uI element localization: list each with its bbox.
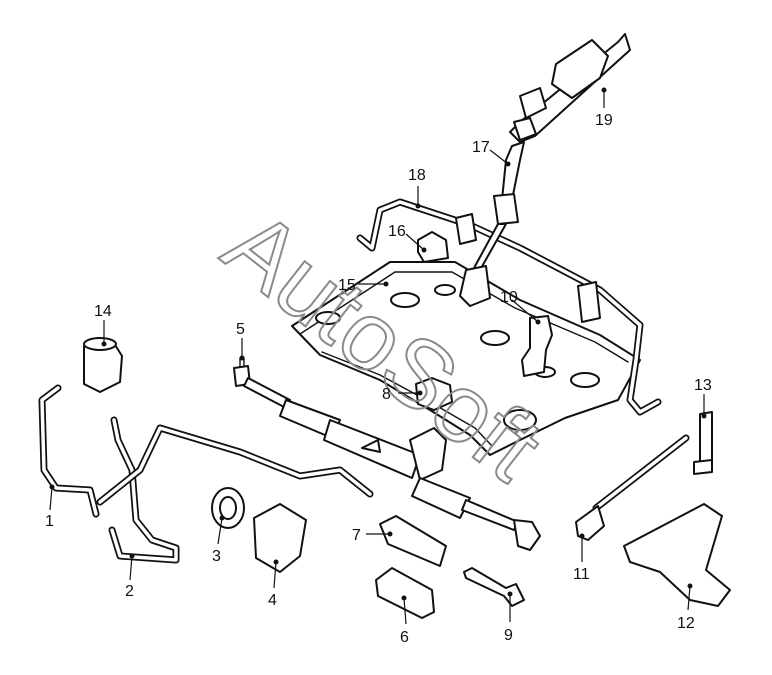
reservoir-14 xyxy=(83,337,123,393)
steering-column xyxy=(509,33,631,143)
svg-text:8: 8 xyxy=(382,386,391,403)
svg-text:19: 19 xyxy=(595,112,613,129)
callout-18: 18 xyxy=(408,167,426,209)
svg-text:18: 18 xyxy=(408,167,426,184)
bellows-6 xyxy=(375,567,435,619)
callout-14: 14 xyxy=(94,303,112,347)
svg-text:13: 13 xyxy=(694,377,712,394)
svg-text:9: 9 xyxy=(504,627,513,644)
callout-5: 5 xyxy=(236,321,245,361)
callout-16: 16 xyxy=(388,223,427,253)
callout-19: 19 xyxy=(595,87,613,129)
svg-text:1: 1 xyxy=(45,513,54,530)
svg-text:17: 17 xyxy=(472,139,490,156)
callout-1: 1 xyxy=(45,484,55,530)
svg-text:15: 15 xyxy=(338,277,356,294)
hose-1 xyxy=(38,384,100,518)
callout-12: 12 xyxy=(677,583,695,632)
svg-text:6: 6 xyxy=(400,629,409,646)
link-11 xyxy=(575,434,690,541)
pulley-3 xyxy=(211,487,245,529)
svg-text:11: 11 xyxy=(573,566,590,583)
callout-15: 15 xyxy=(338,277,389,294)
callout-17: 17 xyxy=(472,139,511,167)
control-arm-12 xyxy=(623,503,731,607)
hose-2 xyxy=(108,416,180,564)
return-pipe xyxy=(96,424,374,506)
callout-10: 10 xyxy=(500,289,541,325)
subframe xyxy=(291,261,641,456)
svg-text:3: 3 xyxy=(212,548,221,565)
svg-text:10: 10 xyxy=(500,289,518,306)
callout-9: 9 xyxy=(504,591,513,644)
mount-8 xyxy=(415,377,453,411)
callout-13: 13 xyxy=(694,377,712,419)
svg-text:12: 12 xyxy=(677,615,695,632)
svg-text:4: 4 xyxy=(268,592,277,609)
bellows-7 xyxy=(379,515,447,567)
tie-rod-end-9 xyxy=(463,567,525,607)
steering-rack xyxy=(233,357,541,551)
intermediate-shaft xyxy=(459,141,525,307)
link-13 xyxy=(693,411,713,475)
svg-text:2: 2 xyxy=(125,583,134,600)
callout-8: 8 xyxy=(382,386,423,403)
bracket-16 xyxy=(417,231,449,263)
pump-4 xyxy=(253,503,307,573)
callout-7: 7 xyxy=(352,527,393,544)
callout-4: 4 xyxy=(268,559,279,609)
svg-text:14: 14 xyxy=(94,303,112,320)
callout-3: 3 xyxy=(212,515,225,565)
mount-10 xyxy=(521,315,553,377)
svg-text:7: 7 xyxy=(352,527,361,544)
svg-text:5: 5 xyxy=(236,321,245,338)
anti-roll-bar xyxy=(356,198,662,416)
callout-11: 11 xyxy=(573,533,590,583)
callout-2: 2 xyxy=(125,553,135,600)
svg-text:16: 16 xyxy=(388,223,406,240)
callout-6: 6 xyxy=(400,595,409,646)
